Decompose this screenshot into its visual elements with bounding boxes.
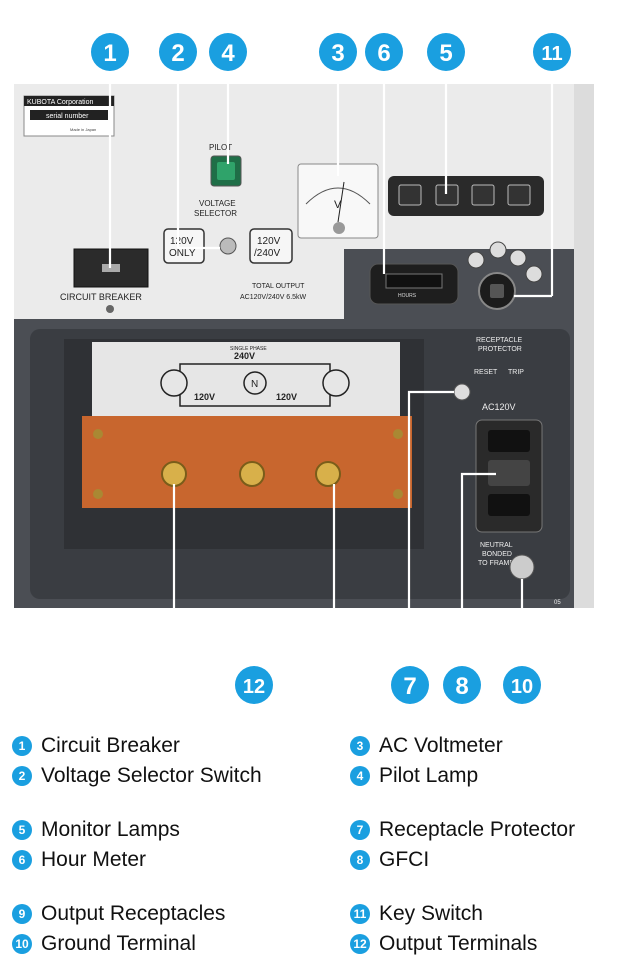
callout-5: 5 bbox=[427, 33, 465, 71]
legend-badge: 8 bbox=[350, 850, 370, 870]
v240-label: 240V bbox=[234, 351, 255, 361]
selector-left-2: ONLY bbox=[169, 248, 196, 259]
neutral-label-2: BONDED bbox=[482, 551, 512, 558]
callout-11: 11 bbox=[533, 33, 571, 71]
svg-text:10: 10 bbox=[511, 676, 533, 698]
monitor-lamps bbox=[388, 176, 544, 216]
legend-label: Circuit Breaker bbox=[41, 734, 180, 757]
neutral-n: N bbox=[251, 379, 258, 390]
ground-terminal[interactable] bbox=[509, 554, 535, 580]
single-phase-top: SINGLE PHASE bbox=[230, 346, 267, 352]
v120-right: 120V bbox=[276, 392, 297, 402]
svg-text:7: 7 bbox=[403, 673, 416, 700]
legend: 1 Circuit Breaker 3 AC Voltmeter 2 Volta… bbox=[0, 726, 622, 965]
callout-6: 6 bbox=[365, 33, 403, 71]
neutral-label-3: TO FRAME bbox=[478, 560, 514, 567]
page-code: 05 bbox=[554, 600, 561, 606]
legend-badge: 2 bbox=[12, 766, 32, 786]
svg-text:4: 4 bbox=[221, 40, 235, 67]
legend-item-output-receptacles: 9 Output Receptacles bbox=[12, 902, 225, 926]
receptacle-protector-2: PROTECTOR bbox=[478, 346, 522, 353]
generator-panel-photo: KUBOTA Corporation serial number Made in… bbox=[14, 84, 594, 608]
callout-2: 2 bbox=[159, 33, 197, 71]
reset-label: RESET bbox=[474, 369, 498, 376]
legend-item-key-switch: 11 Key Switch bbox=[350, 902, 483, 926]
panel-illustration: KUBOTA Corporation serial number Made in… bbox=[14, 84, 594, 608]
callout-8: 8 bbox=[443, 666, 481, 704]
legend-badge: 10 bbox=[12, 934, 32, 954]
ac120v-label: AC120V bbox=[482, 402, 516, 412]
hours-label: HOURS bbox=[398, 293, 417, 299]
voltmeter-unit: V bbox=[334, 199, 342, 211]
svg-text:3: 3 bbox=[331, 40, 344, 67]
selector-right-1: 120V bbox=[257, 236, 281, 247]
legend-badge: 7 bbox=[350, 820, 370, 840]
brand-label: KUBOTA Corporation bbox=[27, 99, 94, 106]
legend-badge: 9 bbox=[12, 904, 32, 924]
serial-label: serial number bbox=[46, 113, 89, 120]
svg-text:8: 8 bbox=[455, 673, 468, 700]
v120-left: 120V bbox=[194, 392, 215, 402]
legend-badge: 3 bbox=[350, 736, 370, 756]
legend-item-voltage-selector: 2 Voltage Selector Switch bbox=[12, 764, 262, 788]
legend-label: GFCI bbox=[379, 848, 430, 871]
legend-item-ground-terminal: 10 Ground Terminal bbox=[12, 932, 196, 956]
pilot-text: PILOT bbox=[209, 143, 232, 152]
leader-lines bbox=[108, 84, 554, 608]
legend-label: Pilot Lamp bbox=[379, 764, 479, 787]
legend-label: Key Switch bbox=[379, 902, 483, 925]
callout-1: 1 bbox=[91, 33, 129, 71]
neutral-label-1: NEUTRAL bbox=[480, 542, 513, 549]
legend-item-receptacle-protector: 7 Receptacle Protector bbox=[350, 818, 575, 842]
legend-badge: 4 bbox=[350, 766, 370, 786]
voltage-selector-switch[interactable] bbox=[219, 237, 237, 255]
legend-item-output-terminals: 12 Output Terminals bbox=[350, 932, 537, 956]
receptacle-protector-1: RECEPTACLE bbox=[476, 337, 522, 344]
svg-text:2: 2 bbox=[171, 40, 184, 67]
total-output-label: TOTAL OUTPUT bbox=[252, 283, 305, 290]
receptacle-protector[interactable] bbox=[453, 383, 471, 401]
voltage-selector-label-1: VOLTAGE bbox=[199, 199, 236, 208]
output-terminal-2[interactable] bbox=[239, 461, 265, 487]
legend-badge: 6 bbox=[12, 850, 32, 870]
selector-left-1: 120V bbox=[170, 236, 194, 247]
legend-label: Output Receptacles bbox=[41, 902, 226, 925]
svg-text:5: 5 bbox=[439, 40, 452, 67]
callout-12: 12 bbox=[235, 666, 273, 704]
legend-label: AC Voltmeter bbox=[379, 734, 503, 757]
legend-item-monitor-lamps: 5 Monitor Lamps bbox=[12, 818, 180, 842]
selector-right-2: /240V bbox=[254, 248, 280, 259]
output-terminal-1[interactable] bbox=[161, 461, 187, 487]
callout-10: 10 bbox=[503, 666, 541, 704]
voltage-selector-label-2: SELECTOR bbox=[194, 209, 237, 218]
svg-text:1: 1 bbox=[103, 40, 116, 67]
legend-item-pilot-lamp: 4 Pilot Lamp bbox=[350, 764, 478, 788]
legend-badge: 1 bbox=[12, 736, 32, 756]
legend-label: Output Terminals bbox=[379, 932, 538, 955]
circuit-breaker-label: CIRCUIT BREAKER bbox=[60, 292, 142, 302]
legend-label: Receptacle Protector bbox=[379, 818, 576, 841]
legend-label: Hour Meter bbox=[41, 848, 147, 871]
svg-text:6: 6 bbox=[377, 40, 390, 67]
callout-4: 4 bbox=[209, 33, 247, 71]
legend-label: Voltage Selector Switch bbox=[41, 764, 262, 787]
trip-label: TRIP bbox=[508, 369, 524, 376]
legend-item-hour-meter: 6 Hour Meter bbox=[12, 848, 146, 872]
legend-label: Ground Terminal bbox=[41, 932, 196, 955]
callout-3: 3 bbox=[319, 33, 357, 71]
legend-item-gfci: 8 GFCI bbox=[350, 848, 429, 872]
svg-text:12: 12 bbox=[243, 676, 265, 698]
svg-text:11: 11 bbox=[541, 43, 562, 65]
total-output-value: AC120V/240V 6.5kW bbox=[240, 294, 307, 301]
legend-label: Monitor Lamps bbox=[41, 818, 180, 841]
legend-badge: 5 bbox=[12, 820, 32, 840]
legend-badge: 12 bbox=[350, 934, 370, 954]
legend-item-circuit-breaker: 1 Circuit Breaker bbox=[12, 734, 180, 758]
made-in-label: Made in Japan bbox=[70, 127, 96, 132]
legend-badge: 11 bbox=[350, 904, 370, 924]
output-terminal-3[interactable] bbox=[315, 461, 341, 487]
callout-7: 7 bbox=[391, 666, 429, 704]
legend-item-ac-voltmeter: 3 AC Voltmeter bbox=[350, 734, 503, 758]
